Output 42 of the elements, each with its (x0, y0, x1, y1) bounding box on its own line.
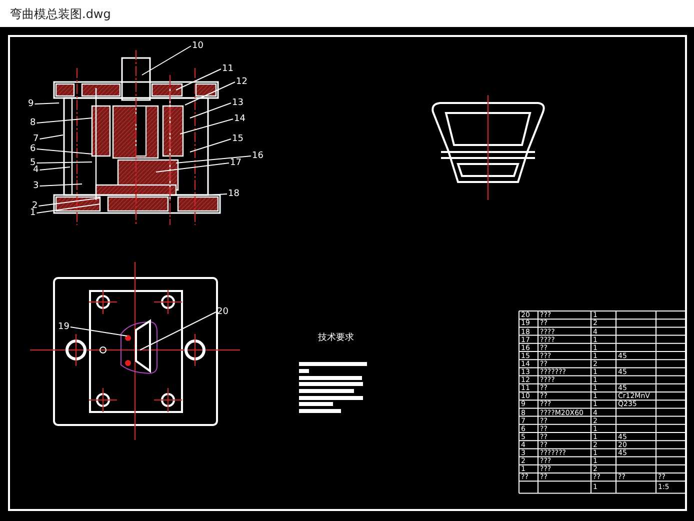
leader-line (39, 134, 64, 140)
callout-number: 16 (252, 151, 264, 161)
leader-line (34, 102, 60, 104)
callout-number: 9 (28, 99, 34, 109)
leader-line (39, 184, 82, 186)
leader-line (36, 148, 92, 154)
leader-line (140, 312, 216, 350)
callout-number: 1 (30, 208, 36, 218)
leader-line (36, 162, 92, 164)
callout-number: 8 (30, 118, 36, 128)
leader-line (184, 82, 236, 106)
callout-number: 19 (58, 322, 70, 332)
callout-number: 7 (33, 134, 39, 144)
leader-line (156, 162, 230, 172)
leader-line (190, 102, 232, 118)
leader-line (210, 194, 228, 196)
section-heading: 技术要求 (318, 332, 354, 344)
callout-number: 14 (234, 114, 246, 124)
callout-number: 11 (222, 64, 234, 74)
leader-line (36, 118, 92, 124)
callout-number: 2 (32, 201, 38, 211)
leader-line (176, 68, 222, 90)
leader-line (38, 198, 100, 206)
callout-number: 10 (192, 41, 204, 51)
callout-number: 5 (30, 158, 36, 168)
leader-line (190, 138, 232, 152)
callout-number: 6 (30, 144, 36, 154)
leader-line (176, 156, 252, 164)
callout-number: 13 (232, 98, 244, 108)
callout-number: 18 (228, 189, 240, 199)
leader-line (39, 166, 70, 170)
callout-number: 20 (217, 307, 228, 317)
callout-number: 12 (236, 77, 248, 87)
callout-number: 17 (230, 158, 242, 168)
callout-number: 3 (33, 181, 39, 191)
callout-number: 4 (33, 165, 39, 175)
callout-number: 15 (232, 134, 244, 144)
leader-line (70, 326, 128, 336)
leader-line (36, 204, 100, 214)
leader-line (142, 46, 192, 76)
leader-line (180, 118, 234, 134)
window-title: 弯曲模总装图.dwg (10, 6, 111, 23)
